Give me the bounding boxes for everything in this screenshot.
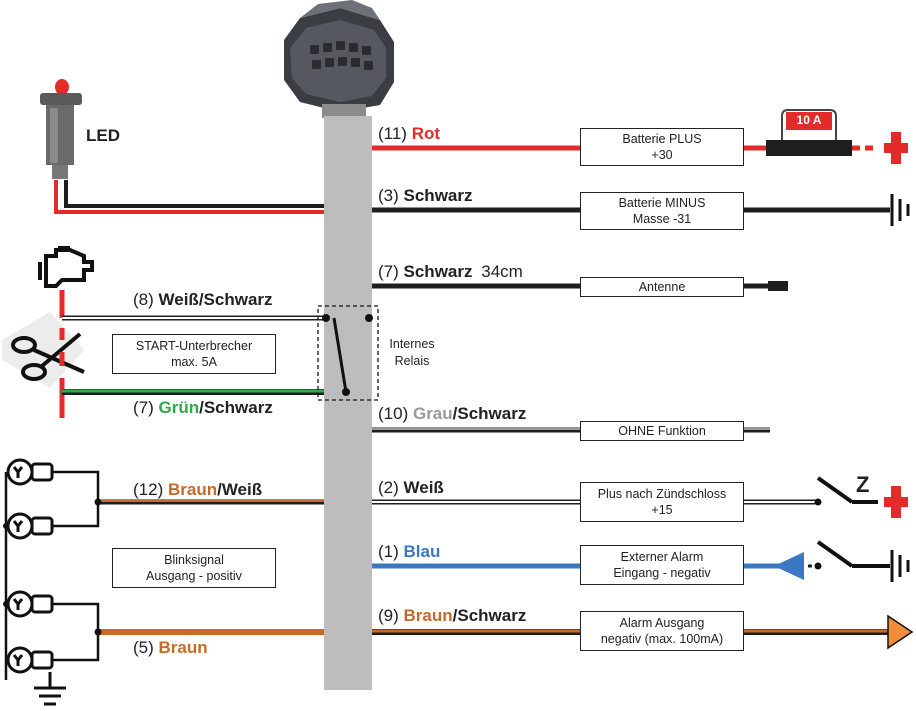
wire-label-left-8: (8) Weiß/Schwarz (133, 290, 273, 310)
wire-number: (3) (378, 186, 399, 205)
relay-label-line: Relais (394, 354, 430, 368)
wire-label-right-11: (11) Rot (378, 124, 440, 144)
wire-color: Grau (412, 404, 453, 423)
box-external-alarm: Externer Alarm Eingang - negativ (580, 545, 744, 585)
wire-color: Weiß (403, 478, 444, 497)
ground-icon (890, 194, 910, 226)
box-line: +30 (651, 148, 673, 162)
box-line: Masse -31 (632, 212, 692, 226)
wire-number: (7) (133, 398, 154, 417)
box-line: Antenne (638, 280, 686, 294)
wire-color: Grün (158, 398, 200, 417)
wire-number: (10) (378, 404, 409, 423)
arrow-icon (774, 552, 804, 580)
wire-label-right-1: (1) Blau (378, 542, 440, 562)
box-no-function: OHNE Funktion (580, 421, 744, 441)
wire-color: Braun (167, 480, 218, 499)
box-ignition-plus: Plus nach Zündschloss +15 (580, 482, 744, 522)
box-blink-signal: Blinksignal Ausgang - positiv (112, 548, 276, 588)
wire-left-12 (98, 499, 324, 505)
led-wires (54, 180, 324, 214)
box-battery-plus: Batterie PLUS +30 (580, 128, 744, 166)
wire-color: Rot (411, 124, 441, 143)
box-line: negativ (max. 100mA) (600, 632, 724, 646)
box-line: Eingang - negativ (613, 566, 711, 580)
wire-color: Schwarz (403, 186, 473, 205)
connector-plug-icon (284, 0, 394, 118)
antenna-tip (768, 281, 788, 291)
bulb-icon (6, 458, 54, 674)
scissors-icon (2, 312, 85, 388)
box-start-interrupter: START-Unterbrecher max. 5A (112, 334, 276, 374)
box-alarm-output: Alarm Ausgang negativ (max. 100mA) (580, 611, 744, 651)
wire-number: (7) (378, 262, 399, 281)
wire-label-right-2: (2) Weiß (378, 478, 444, 498)
wire-label-right-7: (7) Schwarz 34cm (378, 262, 523, 282)
wire-number: (2) (378, 478, 399, 497)
ground-icon (34, 672, 66, 706)
box-line: Alarm Ausgang (619, 616, 705, 630)
wire-label-left-7: (7) Grün/Schwarz (133, 398, 273, 418)
relay-label: Internes Relais (380, 336, 444, 370)
wire-number: (9) (378, 606, 399, 625)
fuse-label: 10 A (796, 113, 822, 127)
box-line: Blinksignal (164, 553, 224, 567)
wire-right-10 (372, 427, 770, 433)
wire-label-right-3: (3) Schwarz (378, 186, 473, 206)
box-line: Externer Alarm (620, 550, 704, 564)
wire-left-7 (62, 389, 324, 395)
box-antenna: Antenne (580, 277, 744, 297)
z-label: Z (856, 472, 870, 497)
wire-color: /Schwarz (199, 398, 273, 417)
wire-color: Schwarz (403, 262, 473, 281)
wire-color: /Schwarz (452, 404, 527, 423)
wire-right-9 (372, 629, 890, 635)
arrow-icon (887, 614, 914, 650)
wire-number: (11) (378, 124, 407, 143)
fuse-icon (766, 109, 852, 156)
box-line: Batterie PLUS (622, 132, 702, 146)
box-line: START-Unterbrecher (135, 339, 253, 353)
plus-icon (884, 132, 908, 164)
wire-label-left-5: (5) Braun (133, 638, 208, 658)
wire-color: Braun (158, 638, 208, 657)
box-line: Batterie MINUS (618, 196, 706, 210)
led-icon (40, 79, 82, 179)
wire-label-left-12: (12) Braun/Weiß (133, 480, 262, 500)
wire-color: /Weiß (217, 480, 263, 499)
wire-number: (5) (133, 638, 154, 657)
led-label: LED (86, 126, 120, 145)
wire-label-right-10: (10) Grau/Schwarz (378, 404, 526, 424)
wire-number: (12) (133, 480, 164, 499)
box-line: Plus nach Zündschloss (597, 487, 727, 501)
wire-color: Blau (403, 542, 441, 561)
switch-icon (816, 540, 890, 568)
box-line: OHNE Funktion (618, 424, 706, 438)
wire-number: (1) (378, 542, 399, 561)
relay-label-line: Internes (389, 337, 435, 351)
box-line: Ausgang - positiv (146, 569, 242, 583)
relay-icon (317, 305, 379, 401)
switch-icon (816, 476, 878, 504)
wire-color: Weiß/Schwarz (158, 290, 273, 309)
ground-icon (890, 550, 910, 582)
plus-icon (884, 486, 908, 518)
box-battery-minus: Batterie MINUS Masse -31 (580, 192, 744, 230)
connector-body (324, 116, 372, 690)
wire-number: (8) (133, 290, 154, 309)
box-line: max. 5A (171, 355, 217, 369)
wire-length: 34cm (481, 262, 523, 281)
wire-label-right-9: (9) Braun/Schwarz (378, 606, 526, 626)
engine-icon (38, 246, 94, 288)
box-line: +15 (651, 503, 673, 517)
wire-color: /Schwarz (452, 606, 527, 625)
wire-color: Braun (403, 606, 453, 625)
